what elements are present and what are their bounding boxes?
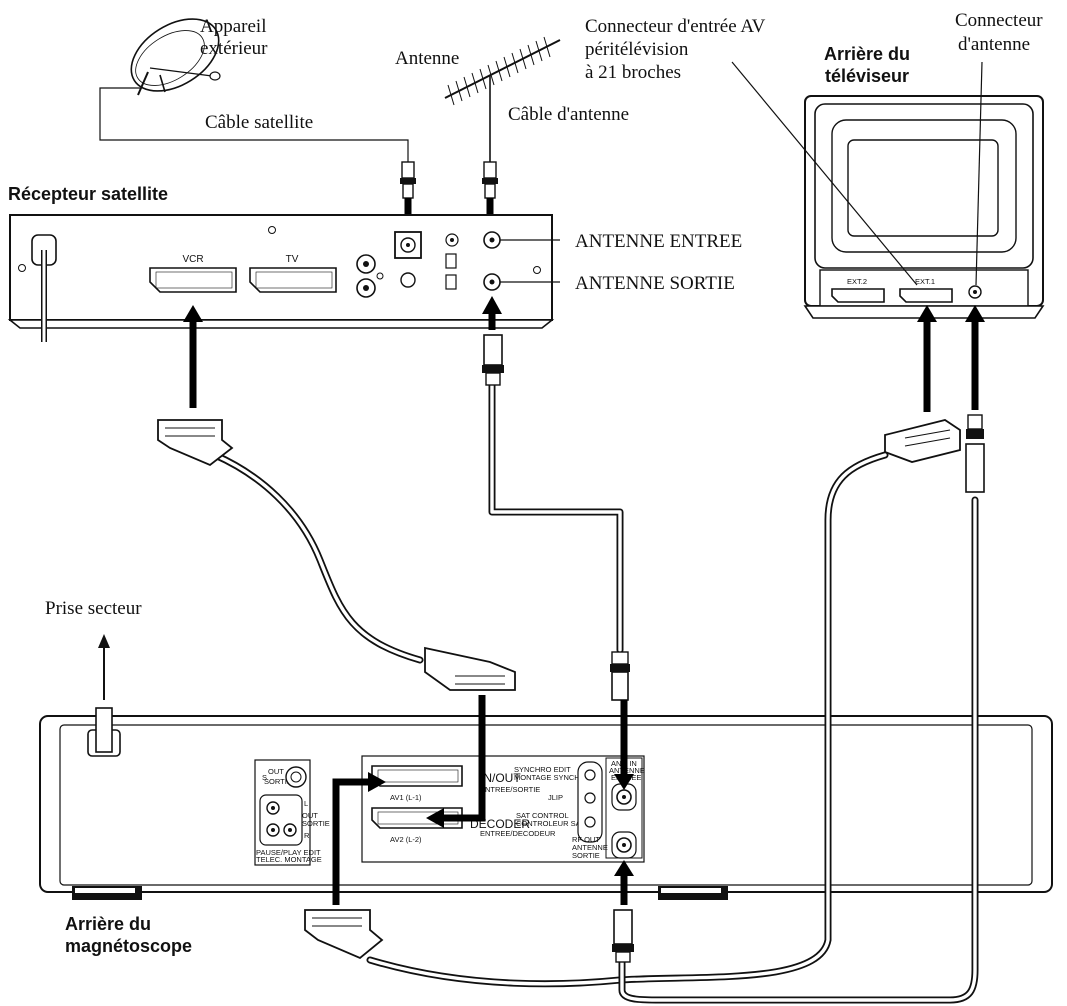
av-connector-label-1: Connecteur d'entrée AV [585, 16, 766, 37]
satellite-dish [130, 18, 221, 96]
vcr-entree-decodeur-label: ENTREE/DECODEUR [480, 829, 556, 838]
television: EXT.2 EXT.1 [803, 95, 1045, 319]
antenna-cable-label: Câble d'antenne [508, 104, 629, 125]
vcr-audio-out-label: OUT [302, 811, 318, 820]
tv-ext2-label: EXT.2 [847, 277, 867, 286]
rf-cable-vcr-to-tv [612, 414, 985, 1004]
antenna-in-label: ANTENNE ENTREE [575, 231, 742, 252]
vcr-s-sortie-label: SORTIE [264, 777, 292, 786]
antenna-connector-label-2: d'antenne [958, 34, 1030, 55]
vcr-sat-label-1: SAT CONTROL [516, 811, 569, 820]
vcr-sat-label-2: CONTROLEUR SAT [516, 819, 585, 828]
receiver-vcr-scart-pins [155, 271, 233, 289]
vcr-pause-label-2: TELEC. MONTAGE [256, 855, 322, 864]
receiver-vcr-label: VCR [182, 254, 203, 265]
vcr-rf-out-label-2: ANTENNE [572, 843, 608, 852]
satellite-receiver: VCR TV [7, 214, 555, 342]
vcr-jlip-label: JLIP [548, 793, 563, 802]
scart-cable-vcr-to-tv [304, 419, 961, 988]
vcr: S OUT SORTIE L OUT SORTIE R PAUSE/PLAY E… [39, 707, 1053, 900]
vcr-audio-r-label: R [304, 831, 310, 840]
vcr-back-label-1: Arrière du [65, 914, 151, 934]
satellite-cable [99, 87, 409, 165]
satellite-receiver-label: Récepteur satellite [8, 184, 168, 204]
vcr-synchro-label-1: SYNCHRO EDIT [514, 765, 571, 774]
antenna-connector-label-1: Connecteur [955, 10, 1043, 31]
vcr-synchro-label-2: MONTAGE SYNCHRO [514, 773, 591, 782]
rf-cable-receiver-to-vcr [482, 334, 630, 701]
vcr-entree-sortie-label: ENTREE/SORTIE [480, 785, 540, 794]
scart-cable-receiver-to-vcr [157, 419, 516, 691]
vcr-back-label-2: magnétoscope [65, 936, 192, 956]
outdoor-unit-label-2: extérieur [200, 38, 268, 59]
vcr-s-out-label: OUT [268, 767, 284, 776]
vcr-rf-out-label-1: RF OUT [572, 835, 600, 844]
tv-ext1-label: EXT.1 [915, 277, 935, 286]
antenna-out-label: ANTENNE SORTIE [575, 273, 735, 294]
mains-socket-label: Prise secteur [45, 598, 142, 619]
antenna-label: Antenne [395, 48, 459, 69]
av-connector-label-3: à 21 broches [585, 62, 681, 83]
satellite-cable-label: Câble satellite [205, 112, 313, 133]
outdoor-unit-label-1: Appareil [200, 16, 266, 37]
tv-antenna [444, 36, 561, 165]
vcr-in-out-label: IN/OUT [480, 771, 521, 785]
satellite-cable-plug [400, 161, 416, 199]
tv-back-label-2: téléviseur [825, 66, 909, 86]
vcr-av1-label: AV1 (L-1) [390, 793, 422, 802]
av-connector-label-2: péritélévision [585, 39, 689, 60]
vcr-audio-sortie-label: SORTIE [302, 819, 330, 828]
vcr-s-label: S [262, 773, 267, 782]
vcr-pause-label-1: PAUSE/PLAY EDIT [256, 848, 321, 857]
vcr-rf-out-label-3: SORTIE [572, 851, 600, 860]
antenna-cable-plug [482, 161, 498, 199]
receiver-tv-label: TV [286, 254, 299, 265]
tv-back-label-1: Arrière du [824, 44, 910, 64]
vcr-av2-label: AV2 (L-2) [390, 835, 422, 844]
vcr-audio-l-label: L [304, 799, 308, 808]
